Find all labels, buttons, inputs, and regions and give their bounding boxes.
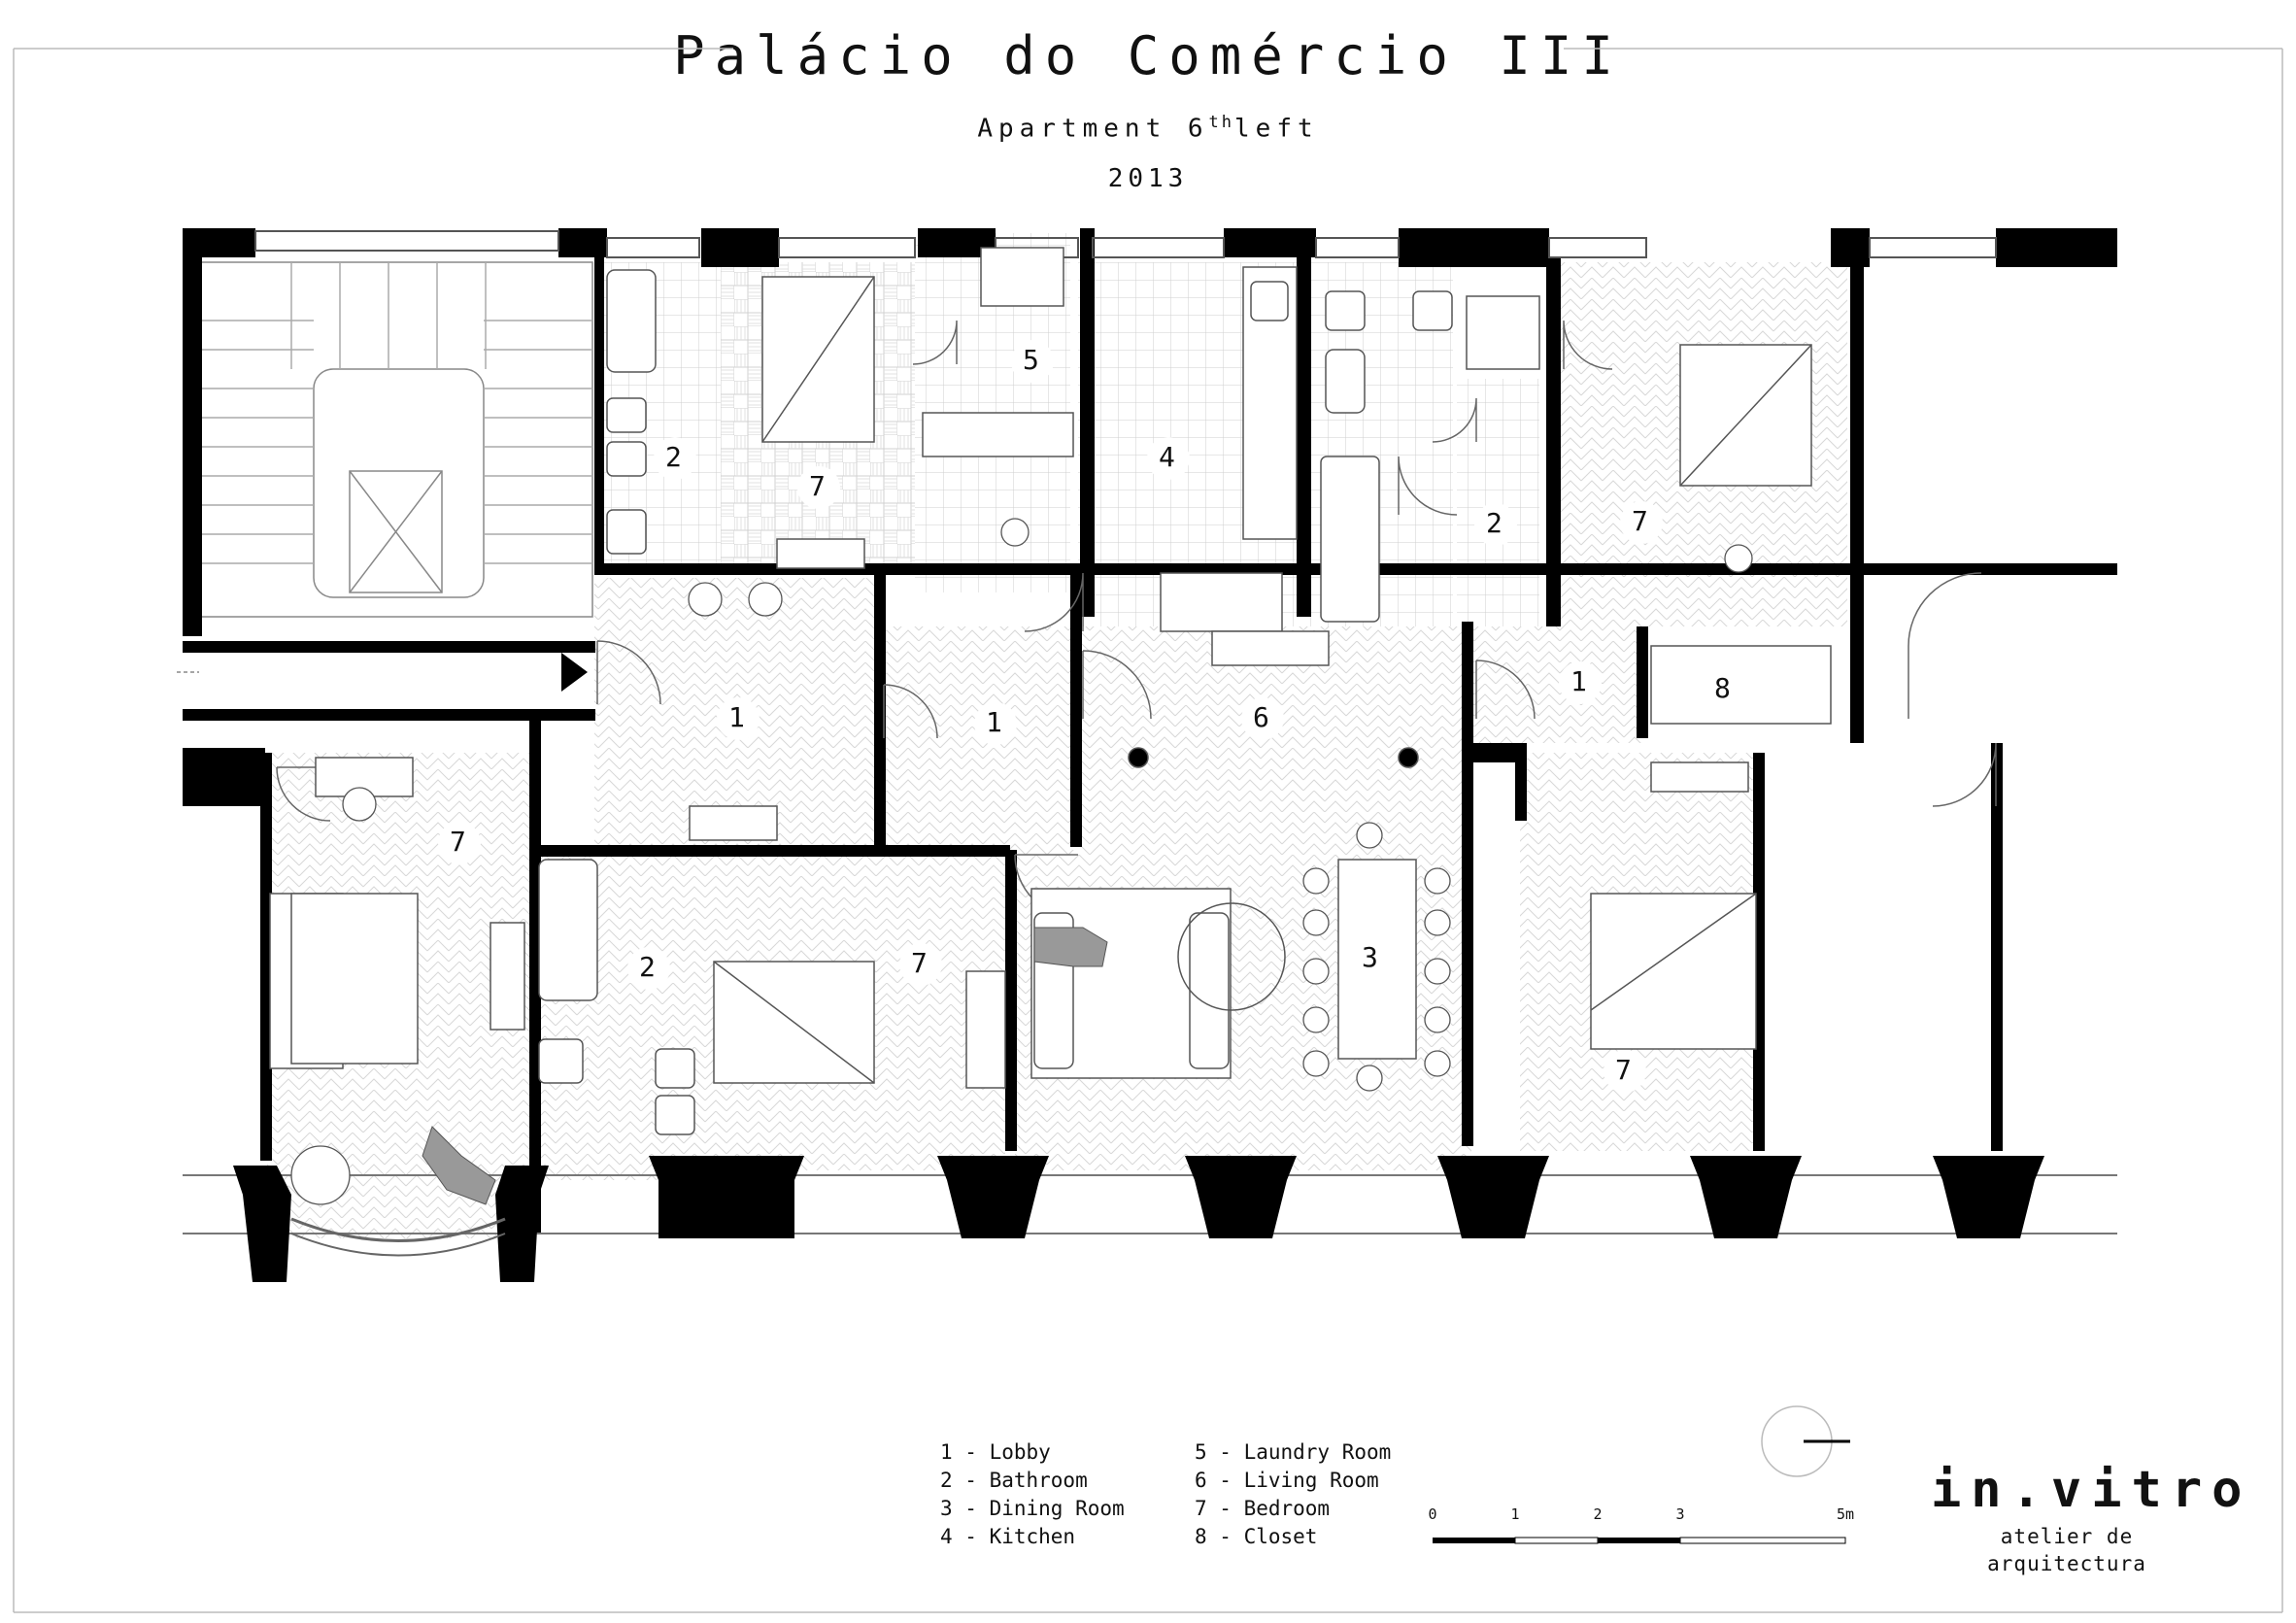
south-facade: [183, 1156, 2117, 1282]
north-arrow-icon: [1761, 1405, 1850, 1477]
drawing-year: 2013: [1107, 163, 1189, 193]
scale-labels: 0 1 2 3 5m: [1418, 1505, 1874, 1531]
room-label-bathroom-bottom: 2: [639, 951, 656, 983]
scale-label: 0: [1428, 1505, 1437, 1523]
scale-label: 3: [1675, 1505, 1685, 1523]
legend-item: 2 - Bathroom: [940, 1469, 1088, 1492]
scale-label: 5m: [1836, 1505, 1855, 1523]
room-markers: [438, 340, 1745, 1093]
legend-item: 5 - Laundry Room: [1195, 1440, 1392, 1464]
room-label-bathroom-top-left: 2: [665, 441, 682, 473]
door-swings: [276, 320, 1997, 919]
room-label-lobby-entry: 1: [728, 701, 745, 733]
legend-item: 4 - Kitchen: [940, 1525, 1076, 1548]
room-label-bathroom-top-right: 2: [1486, 507, 1503, 539]
logo-tagline: atelier de arquitectura: [1987, 1525, 2146, 1575]
fixtures: [269, 247, 1832, 1135]
room-label-bedroom-east: 7: [1615, 1054, 1632, 1086]
legend-item: 6 - Living Room: [1195, 1469, 1379, 1492]
scale-label: 1: [1510, 1505, 1520, 1523]
legend-item: 3 - Dining Room: [940, 1497, 1125, 1520]
subtitle-prefix: Apartment 6: [977, 114, 1209, 144]
legend-item: 7 - Bedroom: [1195, 1497, 1331, 1520]
room-label-lobby-center: 1: [986, 706, 1002, 738]
people-figures: [422, 927, 1108, 1205]
subtitle-superscript: th: [1208, 113, 1235, 132]
logo-mark: in.vitro: [1931, 1461, 2252, 1519]
room-label-lobby-right: 1: [1570, 665, 1587, 697]
room-label-closet: 8: [1714, 672, 1731, 704]
title-block: Palácio do Comércio III Apartment 6thlef…: [0, 17, 2296, 195]
chairs: [290, 518, 1753, 1205]
scale-bar: [1433, 1537, 1846, 1544]
studio-logo: in.vitro atelier de arquitectura: [1931, 1461, 2252, 1577]
legend-item: 8 - Closet: [1195, 1525, 1318, 1548]
room-label-bedroom-top-left: 7: [809, 470, 826, 502]
drawing-title: Palácio do Comércio III: [673, 25, 1623, 86]
room-label-laundry: 5: [1023, 344, 1039, 376]
scale-label: 2: [1593, 1505, 1603, 1523]
room-label-bedroom-south: 7: [911, 947, 928, 979]
entrance-arrow-icon: [561, 653, 588, 692]
room-label-living: 6: [1253, 701, 1269, 733]
legend-item: 1 - Lobby: [940, 1440, 1051, 1464]
drawing-subtitle: Apartment 6thleft: [0, 105, 2296, 147]
room-label-bedroom-top-right: 7: [1632, 505, 1648, 537]
room-label-kitchen: 4: [1159, 441, 1175, 473]
legend: 1 - Lobby 5 - Laundry Room 2 - Bathroom …: [940, 1439, 1445, 1549]
room-label-dining: 3: [1362, 941, 1378, 973]
subtitle-suffix: left: [1234, 114, 1319, 144]
stair-core: [198, 261, 593, 618]
room-label-bedroom-west: 7: [450, 826, 466, 858]
